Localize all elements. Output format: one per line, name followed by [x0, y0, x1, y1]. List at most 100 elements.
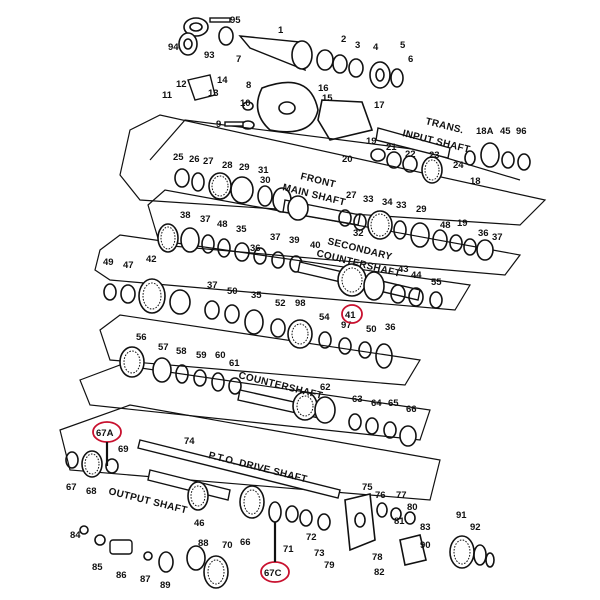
part-label: 69	[118, 444, 129, 455]
part-label: 37	[207, 280, 218, 291]
part-label: 8	[246, 80, 251, 91]
part-label: 62	[320, 382, 331, 393]
part-label: 7	[236, 54, 241, 65]
part-label: 40	[310, 240, 321, 251]
part-label: 5	[400, 40, 406, 51]
part-label: 32	[353, 228, 364, 239]
part-label: 77	[396, 490, 407, 501]
part-label: 36	[250, 243, 261, 254]
part-label: 29	[239, 162, 250, 173]
part-label: 58	[176, 346, 187, 357]
part-label: 21	[386, 142, 397, 153]
part-label: 64	[371, 398, 382, 409]
part-label: 48	[440, 220, 451, 231]
part-label: 38	[180, 210, 191, 221]
part-label: 33	[396, 200, 407, 211]
part-label: 12	[176, 79, 187, 90]
highlight-part-67a: 67A	[92, 421, 122, 466]
part-label: 4	[373, 42, 379, 53]
part-label: 14	[217, 75, 228, 86]
part-label: 91	[456, 510, 467, 521]
part-label: 26	[189, 154, 200, 165]
part-label: 31	[258, 165, 269, 176]
part-label: 83	[420, 522, 431, 533]
part-label: 74	[184, 436, 195, 447]
input-assembly	[178, 17, 531, 184]
part-label: 48	[217, 219, 228, 230]
part-label: 80	[407, 502, 418, 513]
part-label: 78	[372, 552, 383, 563]
part-label: 50	[227, 286, 238, 297]
part-label: 94	[168, 42, 179, 53]
part-label: 36	[478, 228, 489, 239]
part-label: 63	[352, 394, 363, 405]
part-label: 18	[470, 176, 481, 187]
part-label: 61	[229, 358, 240, 369]
part-label: 34	[382, 197, 393, 208]
part-label: 76	[375, 490, 386, 501]
part-label: 6	[408, 54, 413, 65]
part-label: 1	[278, 25, 284, 36]
pto-output-group	[65, 439, 495, 589]
group-frames	[59, 114, 547, 501]
part-label: 24	[453, 160, 464, 171]
part-label: 29	[416, 204, 427, 215]
part-label: 2	[341, 34, 346, 45]
part-label: 87	[140, 574, 151, 585]
part-label: 19	[457, 218, 468, 229]
part-label: 97	[341, 320, 352, 331]
part-label: 27	[203, 156, 214, 167]
part-label: 93	[204, 50, 215, 61]
highlight-label-67a: 67A	[96, 428, 114, 439]
part-label: 37	[270, 232, 281, 243]
part-label: 39	[289, 235, 300, 246]
part-label: 18A	[476, 126, 494, 137]
part-label: 44	[411, 270, 422, 281]
part-label: 71	[283, 544, 294, 555]
part-label: 46	[194, 518, 205, 529]
part-label: 85	[92, 562, 103, 573]
part-label: 88	[198, 538, 209, 549]
part-label: 11	[162, 90, 173, 101]
countershaft-group	[119, 346, 417, 447]
part-label: 23	[429, 150, 440, 161]
part-label: 82	[374, 567, 385, 578]
part-label: 90	[420, 540, 431, 551]
part-label: 66	[406, 404, 417, 415]
part-label: 17	[374, 100, 385, 111]
part-label: 60	[215, 350, 226, 361]
part-label: 20	[342, 154, 353, 165]
part-label: 28	[222, 160, 233, 171]
part-label: 15	[322, 93, 333, 104]
part-label: 55	[431, 277, 442, 288]
highlight-label-41: 41	[345, 310, 356, 321]
part-label: 10	[240, 98, 251, 109]
part-label: 33	[363, 194, 374, 205]
part-label: 59	[196, 350, 207, 361]
part-label: 37	[492, 232, 503, 243]
part-label: 75	[362, 482, 373, 493]
part-label: 35	[251, 290, 262, 301]
front-main-shaft-group	[174, 168, 494, 261]
part-label: 66	[240, 537, 251, 548]
part-label: 65	[388, 398, 399, 409]
highlight-label-67c: 67C	[264, 568, 282, 579]
part-label: 95	[230, 15, 241, 26]
part-label: 30	[260, 175, 271, 186]
part-label: 49	[103, 257, 114, 268]
part-label: 96	[516, 126, 527, 137]
part-label: 25	[173, 152, 184, 163]
part-label: 9	[216, 119, 221, 130]
part-label: 98	[295, 298, 306, 309]
part-label: 81	[394, 516, 405, 527]
part-label: 3	[355, 40, 360, 51]
part-label: 79	[324, 560, 335, 571]
part-label: 54	[319, 312, 330, 323]
part-label: 36	[385, 322, 396, 333]
title-output-shaft: OUTPUT SHAFT	[107, 486, 188, 516]
part-label: 57	[158, 342, 169, 353]
part-label: 52	[275, 298, 286, 309]
secondary-countershaft-group	[103, 223, 443, 369]
part-label: 84	[70, 530, 81, 541]
